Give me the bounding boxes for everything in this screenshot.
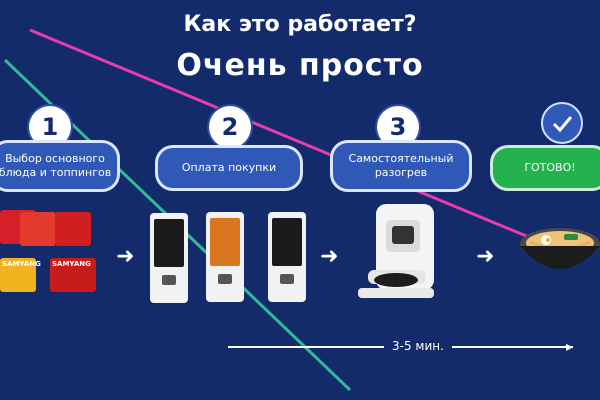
page-subtitle: Очень просто [176, 48, 424, 83]
kiosk-terminal [206, 212, 244, 302]
arrow-right-icon: ▸ [566, 339, 574, 355]
check-icon [541, 102, 583, 144]
arrow-right-icon: ➜ [116, 244, 135, 269]
noodle-pack: SAMYANG [0, 258, 41, 292]
noodle-pack [20, 212, 56, 246]
step-1-text: Выбор основного блюда и топпингов [0, 152, 112, 179]
step-3-text: Самостоятельный разогрев [348, 152, 454, 179]
timeline-label: 3-5 мин. [384, 339, 452, 353]
step-2-text: Оплата покупки [181, 161, 277, 174]
step-4-label: ГОТОВО! [490, 145, 600, 191]
step-3-label: Самостоятельный разогрев [330, 140, 472, 192]
noodle-pack [55, 212, 91, 246]
heater-machine [358, 204, 434, 298]
noodle-pack: SAMYANG [50, 258, 96, 292]
ramen-bowl [520, 228, 600, 269]
step-2-number: 2 [209, 106, 251, 148]
step-1-label: Выбор основного блюда и топпингов [0, 140, 120, 192]
kiosk-terminal [150, 213, 188, 303]
step-2-label: Оплата покупки [155, 145, 303, 191]
kiosk-terminal [268, 212, 306, 302]
arrow-right-icon: ➜ [320, 244, 339, 269]
step-4-text: ГОТОВО! [524, 161, 576, 174]
arrow-right-icon: ➜ [476, 244, 495, 269]
page-title: Как это работает? [183, 12, 417, 37]
